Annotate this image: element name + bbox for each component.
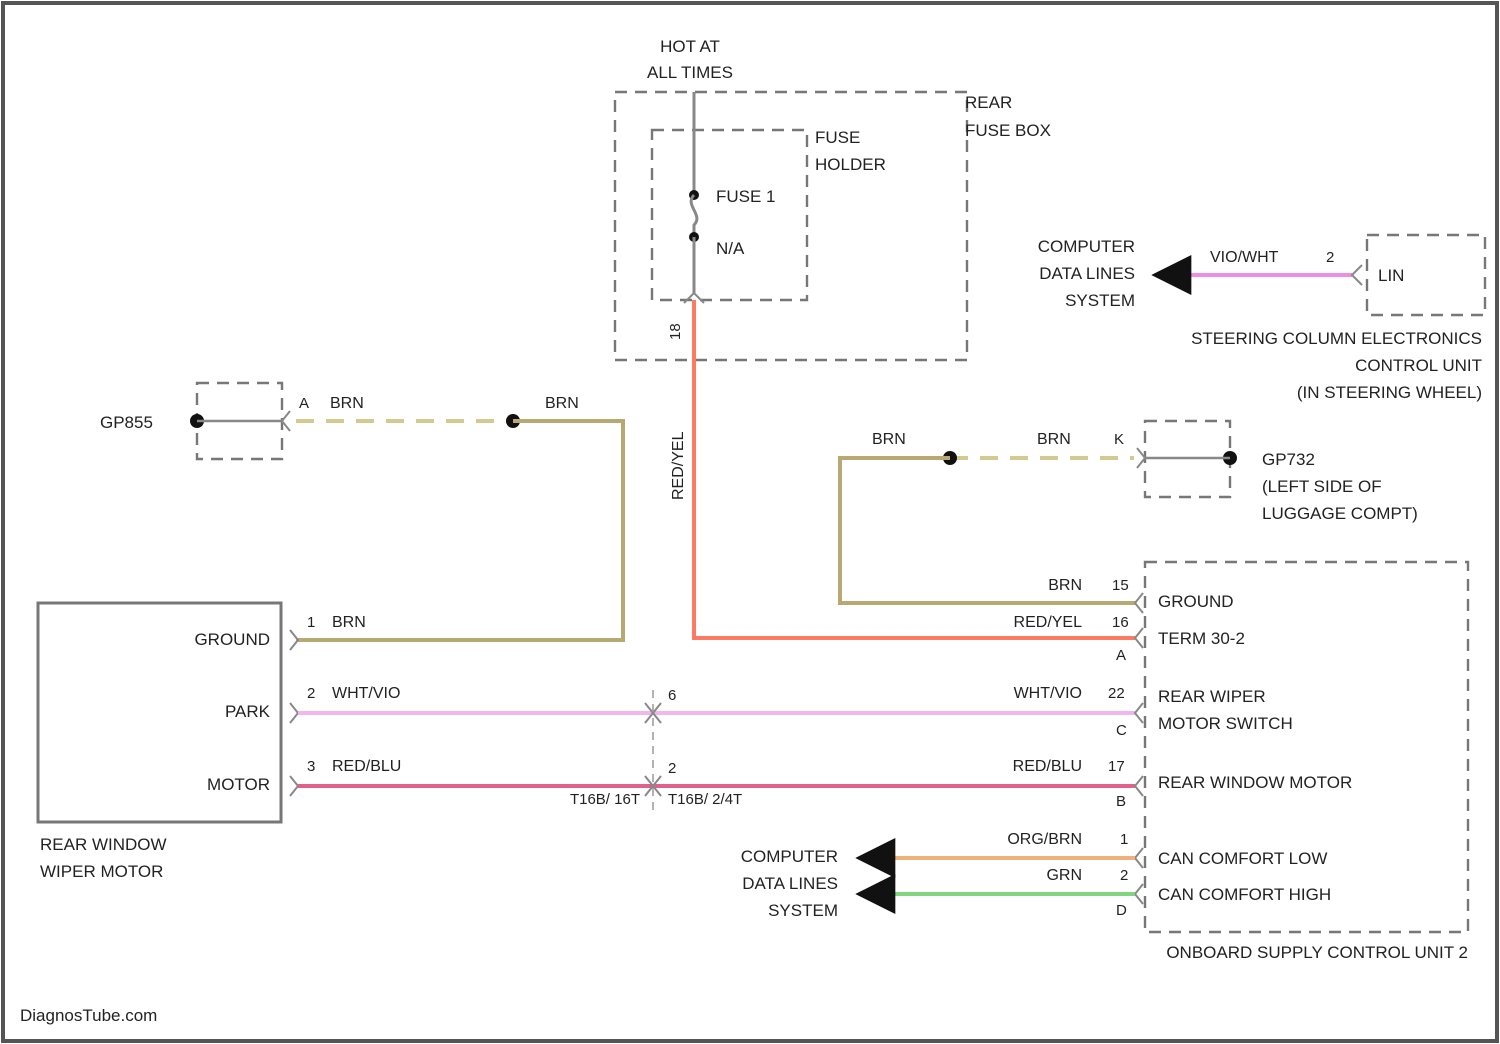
onboard-conn-c: C [1116,722,1127,739]
computer-data-lines-bottom-2: DATA LINES [742,874,838,893]
onboard-switch-wire: WHT/VIO [1014,685,1082,702]
lin-label: LIN [1378,266,1404,285]
inline-connector-label-right: T16B/ 2/4T [668,791,742,808]
watermark: DiagnosTube.com [20,1006,157,1025]
gp855-wire-label-2: BRN [545,395,579,412]
motor-pin-1: 1 [307,614,315,631]
fuse-element [691,195,697,237]
onboard-motor-wire: RED/BLU [1013,758,1082,775]
onboard-connector-ground [1135,593,1143,613]
fuse-box-pin-18: 18 [667,323,684,340]
onboard-connector-can-high [1135,884,1143,904]
onboard-connector-motor [1135,776,1143,796]
gp732-label-2: (LEFT SIDE OF [1262,477,1382,496]
computer-data-lines-bottom-3: SYSTEM [768,901,838,920]
onboard-motor-label: REAR WINDOW MOTOR [1158,773,1352,792]
onboard-term-wire: RED/YEL [1014,614,1083,631]
rear-wiper-motor-name-1: REAR WINDOW [40,835,167,854]
onboard-conn-b: B [1116,793,1126,810]
onboard-switch-label-1: REAR WIPER [1158,687,1266,706]
onboard-ground-wire: BRN [1048,577,1082,594]
onboard-switch-label-2: MOTOR SWITCH [1158,714,1293,733]
gp855-pin: A [299,395,309,412]
onboard-conn-a: A [1116,647,1126,664]
gp732-label-1: GP732 [1262,450,1315,469]
motor-pin-2: 2 [307,685,315,702]
onboard-can-low-label: CAN COMFORT LOW [1158,849,1327,868]
motor-motor-label: MOTOR [207,775,270,794]
onboard-can-high-pin: 2 [1120,867,1128,884]
motor-connector-2 [290,703,298,723]
onboard-term-pin: 16 [1112,614,1129,631]
rear-fuse-box-label-1: REAR [965,93,1012,112]
onboard-unit-outline [1145,562,1468,932]
onboard-can-low-pin: 1 [1120,831,1128,848]
onboard-connector-term [1135,628,1143,648]
lin-pin: 2 [1326,249,1334,266]
computer-data-lines-top-3: SYSTEM [1065,291,1135,310]
hot-at-all-times-label-1: HOT AT [660,37,720,56]
fuse-holder-label-2: HOLDER [815,155,886,174]
onboard-can-high-wire: GRN [1046,867,1082,884]
gp732-wire-label-1: BRN [872,431,906,448]
onboard-unit-name: ONBOARD SUPPLY CONTROL UNIT 2 [1166,943,1468,962]
motor-ground-label: GROUND [194,630,270,649]
motor-park-label: PARK [225,702,271,721]
steering-column-unit-3: (IN STEERING WHEEL) [1297,383,1482,402]
gp732-wire-label-2: BRN [1037,431,1071,448]
motor-connector-3 [290,776,298,796]
onboard-conn-d: D [1116,902,1127,919]
fuse-1-label: FUSE 1 [716,187,776,206]
motor-wire-3-label: RED/BLU [332,758,401,775]
rear-fuse-box-label-2: FUSE BOX [965,121,1051,140]
motor-wire-1-label: BRN [332,614,366,631]
onboard-can-high-label: CAN COMFORT HIGH [1158,885,1331,904]
onboard-term-label: TERM 30-2 [1158,629,1245,648]
onboard-motor-pin: 17 [1108,758,1125,775]
motor-connector-1 [290,630,298,650]
inline-connector-pin-6: 6 [668,687,676,704]
gp732-label-3: LUGGAGE COMPT) [1262,504,1418,523]
fuse-holder-outline [652,130,807,300]
steering-column-unit-1: STEERING COLUMN ELECTRONICS [1191,329,1482,348]
onboard-ground-pin: 15 [1112,577,1129,594]
rear-wiper-motor-name-2: WIPER MOTOR [40,862,163,881]
onboard-switch-pin: 22 [1108,685,1125,702]
gp855-wire-label-1: BRN [330,395,364,412]
gp855-label: GP855 [100,413,153,432]
gp855-brn-wire [296,421,623,640]
computer-data-lines-top-1: COMPUTER [1038,237,1135,256]
steering-column-unit-2: CONTROL UNIT [1355,356,1482,375]
gp732-brn-wire [840,458,1135,603]
onboard-can-low-wire: ORG/BRN [1007,831,1082,848]
lin-wire-label: VIO/WHT [1210,249,1279,266]
fuse-holder-label-1: FUSE [815,128,860,147]
computer-data-lines-top-2: DATA LINES [1039,264,1135,283]
computer-data-lines-bottom-1: COMPUTER [741,847,838,866]
motor-wire-2-label: WHT/VIO [332,685,400,702]
inline-connector-label-left: T16B/ 16T [570,791,640,808]
onboard-connector-switch [1135,703,1143,723]
hot-at-all-times-label-2: ALL TIMES [647,63,733,82]
fuse-rating-label: N/A [716,239,745,258]
motor-pin-3: 3 [307,758,315,775]
red-yel-vertical-label: RED/YEL [670,431,687,500]
gp732-pin: K [1114,431,1124,448]
inline-connector-pin-2: 2 [668,760,676,777]
onboard-connector-can-low [1135,848,1143,868]
onboard-ground-label: GROUND [1158,592,1234,611]
rear-fuse-box-outline [615,92,967,360]
lin-connector [1352,265,1362,285]
